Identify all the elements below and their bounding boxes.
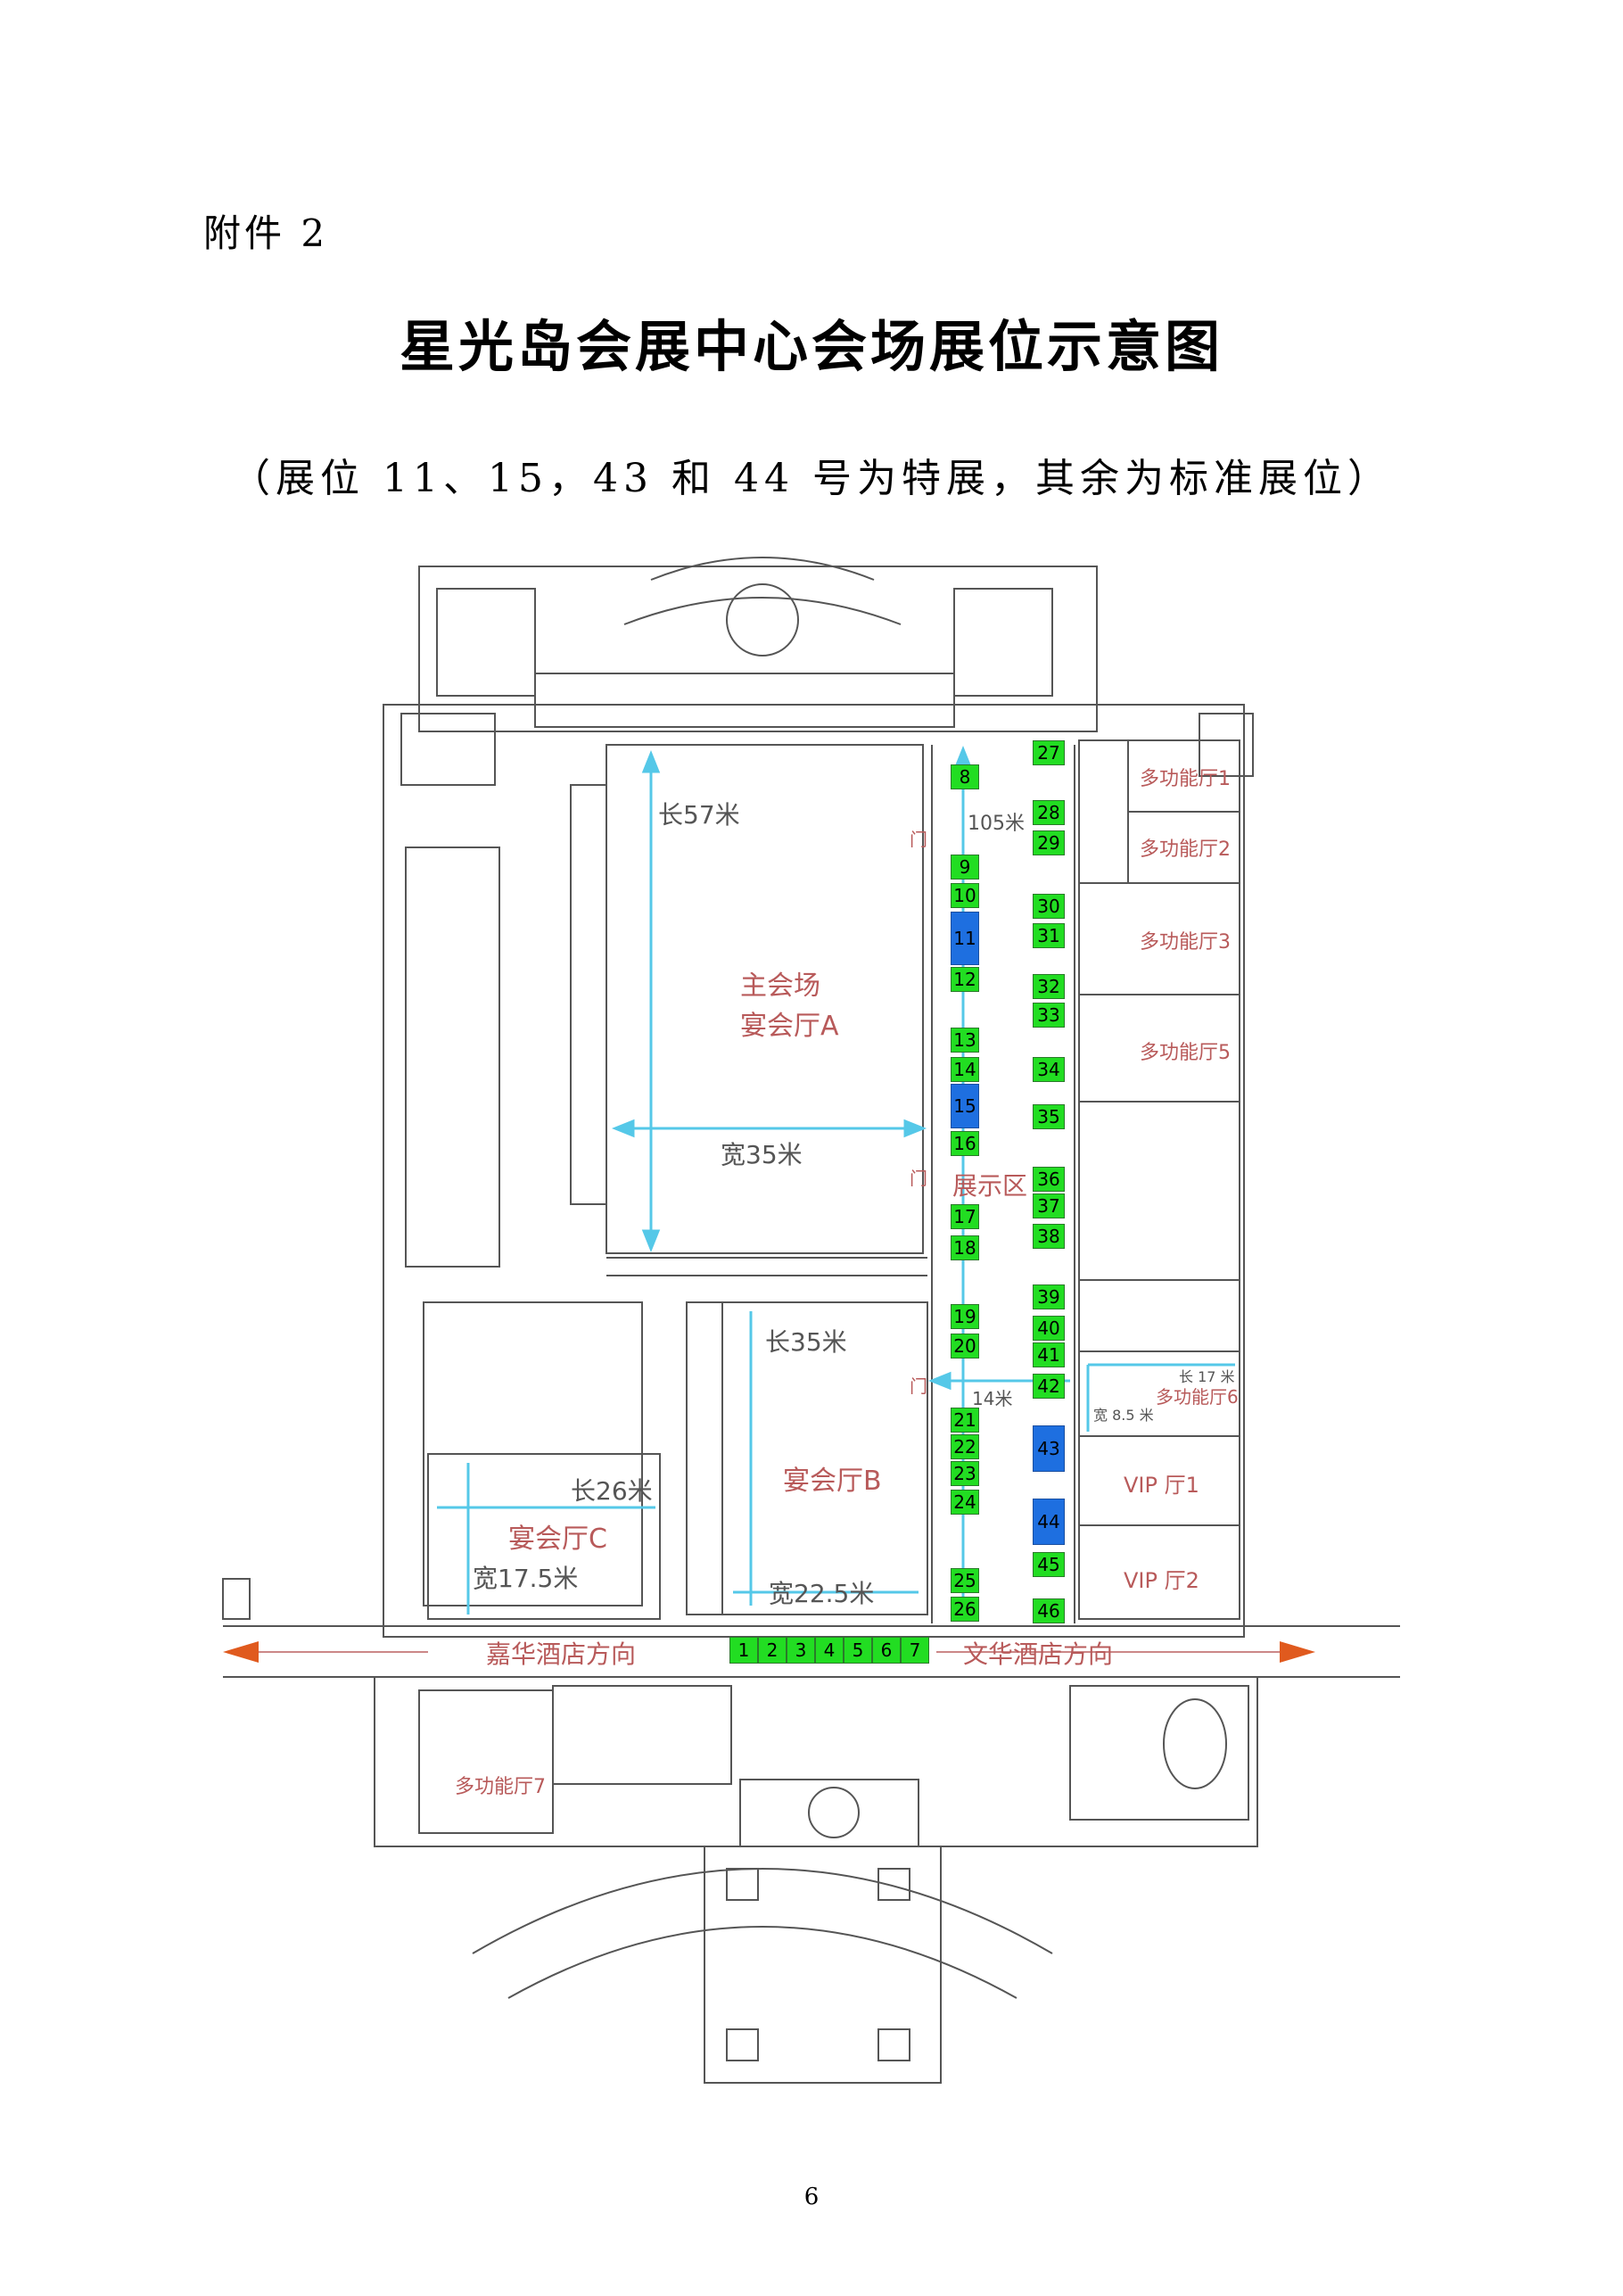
standard-booth: 12 — [951, 967, 979, 992]
page-title: 星光岛会展中心会场展位示意图 — [399, 314, 1223, 379]
label-mf6: 多功能厅6 — [1156, 1386, 1239, 1408]
dim-mf6-width: 宽 8.5 米 — [1093, 1407, 1154, 1424]
standard-booth: 21 — [951, 1408, 979, 1433]
south-block — [374, 1676, 1258, 1847]
standard-booth: 10 — [951, 883, 979, 908]
arrow-right-icon — [1280, 1641, 1315, 1663]
label-mf1: 多功能厅1 — [1140, 768, 1231, 790]
label-exhibition-area: 展示区 — [952, 1171, 1028, 1201]
standard-booth: 35 — [1033, 1104, 1065, 1129]
standard-booth: 39 — [1033, 1284, 1065, 1309]
standard-booth: 30 — [1033, 894, 1065, 919]
standard-booth: 41 — [1033, 1342, 1065, 1367]
standard-booth: 23 — [951, 1461, 979, 1486]
dim-c-width: 宽17.5米 — [473, 1564, 579, 1593]
special-booth: 11 — [951, 912, 979, 965]
standard-booth: 16 — [951, 1131, 979, 1156]
standard-booth: 25 — [951, 1568, 979, 1593]
label-mf3: 多功能厅3 — [1140, 931, 1231, 954]
direction-left-label: 嘉华酒店方向 — [486, 1639, 637, 1669]
door-label: 门 — [910, 1375, 927, 1397]
standard-booth: 4 — [815, 1637, 844, 1664]
dim-corridor-width: 14米 — [972, 1388, 1013, 1409]
standard-booth: 5 — [844, 1637, 872, 1664]
standard-booth: 2 — [758, 1637, 787, 1664]
page-number: 6 — [803, 2184, 820, 2210]
dim-corridor-length: 105米 — [968, 813, 1025, 835]
standard-booth: 22 — [951, 1434, 979, 1459]
standard-booth: 8 — [951, 764, 979, 789]
terrace-outline — [418, 566, 1098, 732]
standard-booth: 45 — [1033, 1552, 1065, 1577]
special-booth: 43 — [1033, 1425, 1065, 1472]
special-booth: 15 — [951, 1084, 979, 1128]
label-vip1: VIP 厅1 — [1124, 1473, 1199, 1498]
dim-c-length: 长26米 — [571, 1476, 653, 1506]
label-main-hall: 主会场 — [740, 970, 820, 1002]
dim-a-length: 长57米 — [658, 800, 740, 830]
standard-booth: 20 — [951, 1334, 979, 1359]
standard-booth: 24 — [951, 1490, 979, 1515]
banquet-c-outline — [427, 1453, 661, 1620]
label-vip2: VIP 厅2 — [1124, 1568, 1199, 1593]
standard-booth: 46 — [1033, 1598, 1065, 1623]
standard-booth: 26 — [951, 1597, 979, 1622]
door-label: 门 — [910, 829, 927, 850]
standard-booth: 19 — [951, 1304, 979, 1329]
label-banquet-a: 宴会厅A — [740, 1011, 839, 1042]
standard-booth: 6 — [872, 1637, 901, 1664]
standard-booth: 1 — [729, 1637, 758, 1664]
standard-booth: 32 — [1033, 974, 1065, 999]
standard-booth: 9 — [951, 855, 979, 880]
dim-a-width: 宽35米 — [721, 1140, 803, 1169]
dim-mf6-length: 长 17 米 — [1179, 1368, 1235, 1385]
standard-booth: 14 — [951, 1057, 979, 1082]
standard-booth: 29 — [1033, 830, 1065, 855]
label-banquet-c: 宴会厅C — [508, 1524, 607, 1555]
standard-booth: 18 — [951, 1235, 979, 1260]
standard-booth: 40 — [1033, 1316, 1065, 1341]
page-subtitle: （展位 11、15，43 和 44 号为特展，其余为标准展位） — [231, 456, 1392, 501]
standard-booth: 3 — [787, 1637, 815, 1664]
standard-booth: 28 — [1033, 800, 1065, 825]
label-mf5: 多功能厅5 — [1140, 1042, 1231, 1064]
standard-booth: 42 — [1033, 1374, 1065, 1399]
label-banquet-b: 宴会厅B — [783, 1466, 882, 1497]
standard-booth: 27 — [1033, 740, 1065, 765]
arrow-left-icon — [223, 1641, 259, 1663]
standard-booth: 7 — [901, 1637, 929, 1664]
standard-booth: 34 — [1033, 1057, 1065, 1082]
direction-arrows — [223, 1641, 1315, 1663]
attachment-label: 附件 2 — [203, 211, 329, 255]
standard-booth: 38 — [1033, 1224, 1065, 1249]
label-mf2: 多功能厅2 — [1140, 838, 1231, 861]
dim-b-length: 长35米 — [765, 1327, 847, 1357]
direction-right-label: 文华酒店方向 — [963, 1639, 1114, 1669]
standard-booth: 37 — [1033, 1193, 1065, 1218]
door-label: 门 — [910, 1168, 927, 1189]
label-mf7: 多功能厅7 — [455, 1776, 546, 1798]
standard-booth: 36 — [1033, 1167, 1065, 1192]
standard-booth: 33 — [1033, 1003, 1065, 1028]
standard-booth: 13 — [951, 1028, 979, 1053]
special-booth: 44 — [1033, 1499, 1065, 1545]
building-outline — [383, 704, 1245, 1638]
dim-b-width: 宽22.5米 — [769, 1579, 875, 1608]
standard-booth: 17 — [951, 1204, 979, 1229]
standard-booth: 31 — [1033, 923, 1065, 948]
